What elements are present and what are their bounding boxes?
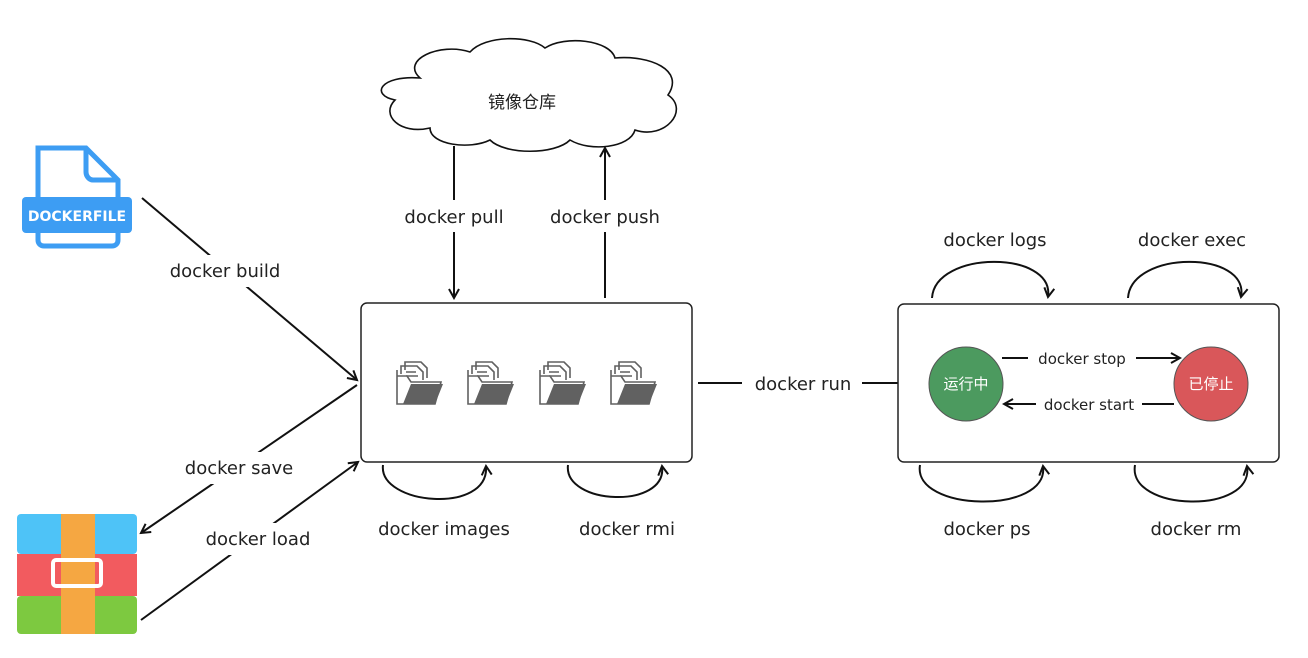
load-flow: docker load <box>140 462 358 621</box>
cloud-icon <box>380 37 678 153</box>
save-label-bg <box>180 452 298 484</box>
logs-loop: docker logs <box>931 230 1048 298</box>
logs-label: docker logs <box>943 230 1046 251</box>
run-label: docker run <box>755 374 852 395</box>
ps-loop: docker ps <box>918 465 1044 540</box>
running-label: 运行中 <box>943 375 988 393</box>
pull-label-bg <box>398 200 510 232</box>
stop-label: docker stop <box>1038 350 1126 368</box>
images-loop: docker images <box>378 465 510 540</box>
rmi-label: docker rmi <box>579 519 675 540</box>
rm-label: docker rm <box>1151 519 1242 540</box>
rmi-loop-arrow <box>566 465 662 498</box>
container-box: 运行中 已停止 docker stop docker start <box>897 303 1280 463</box>
ps-loop-arrow <box>918 465 1044 503</box>
images-box <box>360 302 693 463</box>
stopped-label: 已停止 <box>1188 375 1233 393</box>
exec-loop-arrow <box>1127 261 1241 298</box>
logs-loop-arrow <box>931 261 1048 298</box>
exec-label: docker exec <box>1138 230 1246 251</box>
rm-loop-arrow <box>1133 465 1248 503</box>
load-label-bg <box>200 523 316 555</box>
push-label: docker push <box>550 207 660 228</box>
push-flow: docker push <box>545 148 665 298</box>
exec-loop: docker exec <box>1127 230 1246 298</box>
rmi-loop: docker rmi <box>566 465 675 540</box>
start-label: docker start <box>1044 396 1134 414</box>
pull-flow: docker pull <box>398 146 510 298</box>
ps-label: docker ps <box>943 519 1030 540</box>
pull-label: docker pull <box>404 207 503 228</box>
container-box-frame <box>897 303 1280 463</box>
images-label: docker images <box>378 519 510 540</box>
images-loop-arrow <box>381 465 486 500</box>
dockerfile-file-icon: DOCKERFILE <box>22 145 132 249</box>
build-label-bg <box>166 255 284 287</box>
images-box-frame <box>360 302 693 463</box>
run-flow: docker run <box>698 374 927 395</box>
load-label: docker load <box>206 529 311 550</box>
build-label: docker build <box>170 261 281 282</box>
dockerfile-label: DOCKERFILE <box>28 209 126 225</box>
build-arrow <box>141 197 357 380</box>
registry-cloud: 镜像仓库 <box>380 37 678 153</box>
stopped-state <box>1173 346 1249 422</box>
save-label: docker save <box>185 458 293 479</box>
archive-icon <box>17 514 137 634</box>
registry-label: 镜像仓库 <box>488 93 556 113</box>
push-label-bg <box>545 200 665 232</box>
save-flow: docker save <box>141 384 358 533</box>
build-flow: docker build <box>141 197 357 380</box>
running-state <box>928 346 1004 422</box>
rm-loop: docker rm <box>1133 465 1248 540</box>
